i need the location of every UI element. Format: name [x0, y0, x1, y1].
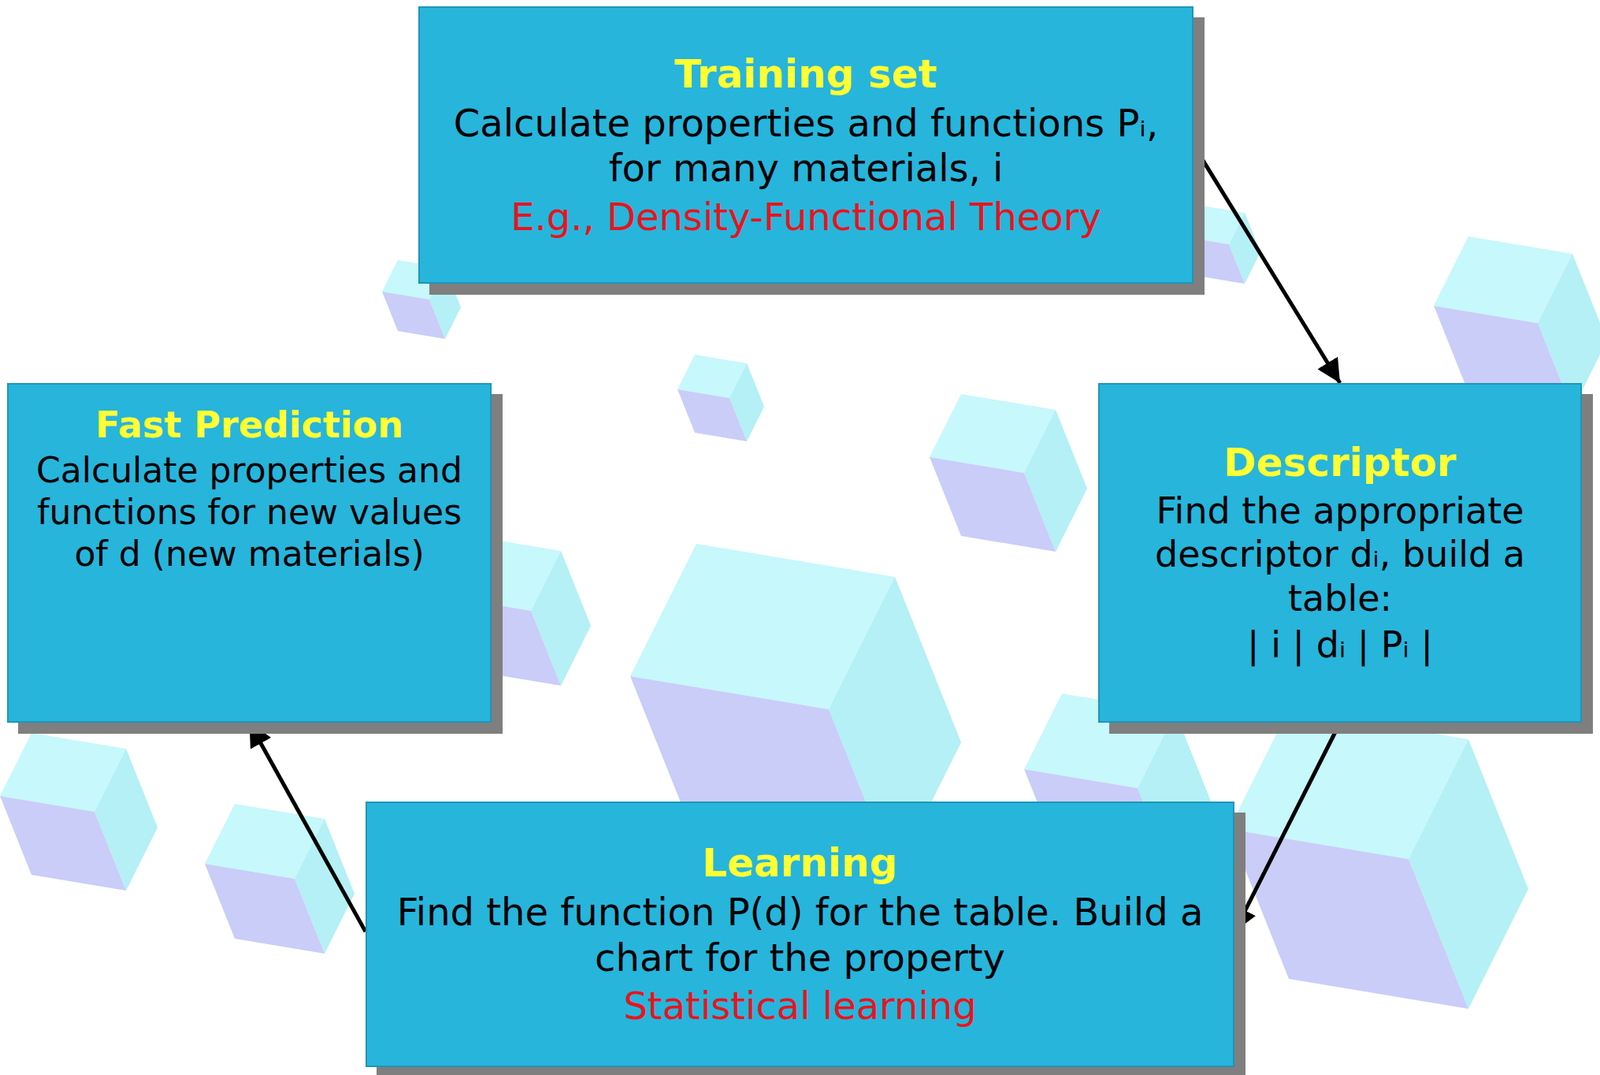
cube [0, 732, 158, 891]
cube [677, 354, 765, 442]
cube [1228, 709, 1529, 1009]
box-title: Learning [701, 838, 898, 887]
box-text: Calculate properties and functions for n… [32, 449, 467, 575]
process-box: Fast PredictionCalculate properties and … [7, 382, 492, 723]
box-text: Find the appropriate descriptor dᵢ, buil… [1123, 489, 1557, 620]
box-title: Fast Prediction [95, 403, 404, 447]
box-text: E.g., Density-Functional Theory [510, 194, 1102, 241]
process-box: DescriptorFind the appropriate descripto… [1098, 382, 1582, 723]
process-box: Training setCalculate properties and fun… [418, 6, 1194, 284]
cube [929, 393, 1088, 552]
cycle-arrow [1193, 144, 1341, 383]
box-text: Statistical learning [623, 983, 977, 1029]
box-title: Descriptor [1223, 438, 1456, 487]
cycle-arrow [1234, 722, 1341, 932]
cycle-arrow [249, 722, 367, 932]
cube [204, 803, 355, 954]
cube [1181, 204, 1261, 284]
process-box: LearningFind the function P(d) for the t… [365, 801, 1235, 1067]
box-text: | i | dᵢ | Pᵢ | [1247, 623, 1433, 667]
box-text: Find the function P(d) for the table. Bu… [390, 889, 1210, 981]
box-title: Training set [674, 50, 937, 98]
box-text: Calculate properties and functions Pᵢ, f… [443, 100, 1169, 192]
